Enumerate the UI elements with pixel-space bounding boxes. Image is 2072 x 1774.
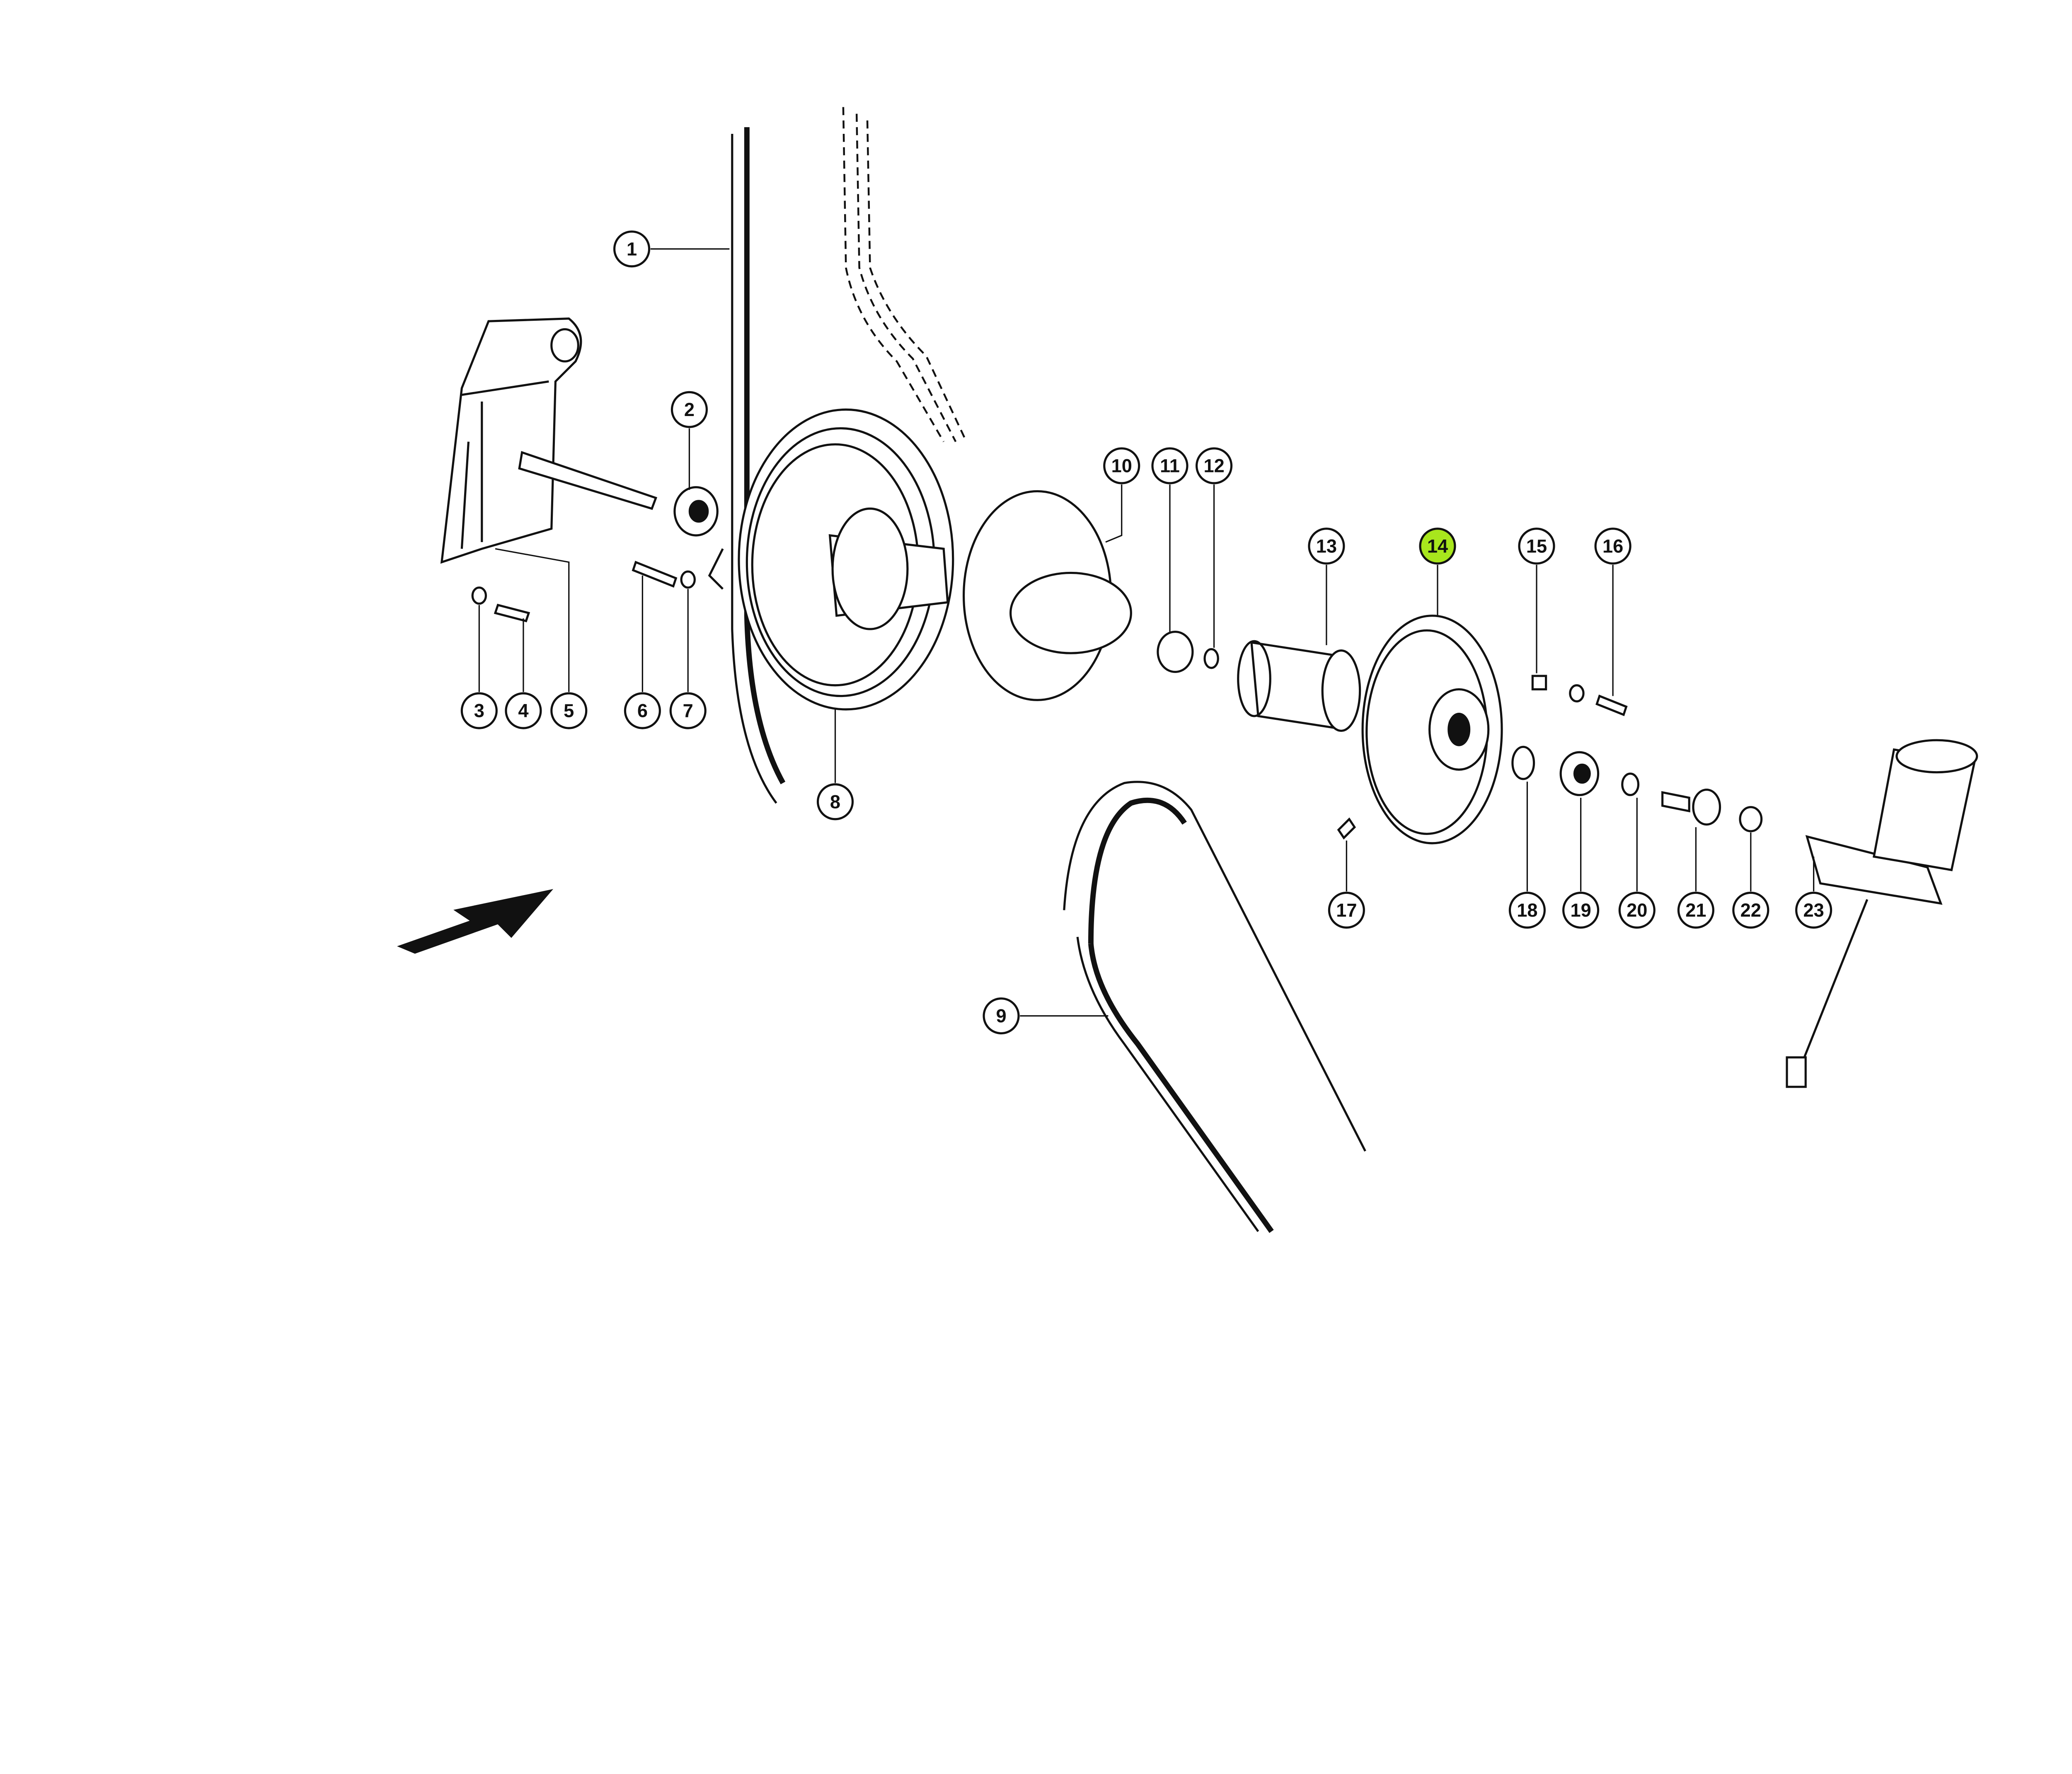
bracket [440, 317, 658, 564]
parts-diagram: 1 2 3 4 5 6 7 8 9 10 11 12 13 14 15 16 1… [397, 107, 1978, 1233]
svg-text:10: 10 [1111, 455, 1132, 477]
sleeve [1237, 640, 1361, 732]
callout-6[interactable]: 6 [624, 692, 661, 729]
callout-19[interactable]: 19 [1562, 891, 1600, 929]
bearing [673, 486, 719, 537]
callout-3[interactable]: 3 [460, 692, 498, 729]
svg-text:7: 7 [683, 700, 693, 721]
svg-text:4: 4 [518, 700, 528, 721]
callout-18[interactable]: 18 [1508, 891, 1546, 929]
svg-text:22: 22 [1740, 900, 1761, 921]
v-belt [1063, 781, 1366, 1233]
callout-5[interactable]: 5 [550, 692, 588, 729]
callout-17[interactable]: 17 [1328, 891, 1365, 929]
svg-text:23: 23 [1803, 900, 1824, 921]
svg-text:9: 9 [996, 1005, 1006, 1026]
callout-16[interactable]: 16 [1594, 528, 1631, 565]
svg-text:20: 20 [1627, 900, 1647, 921]
svg-text:21: 21 [1685, 900, 1706, 921]
svg-text:6: 6 [637, 700, 648, 721]
callout-4[interactable]: 4 [505, 692, 542, 729]
callout-1[interactable]: 1 [613, 230, 651, 268]
callout-8[interactable]: 8 [816, 783, 854, 820]
svg-text:8: 8 [830, 791, 840, 812]
bearing-small [1157, 630, 1194, 673]
callout-15[interactable]: 15 [1518, 528, 1555, 565]
electric-motor [1786, 739, 1978, 1088]
callout-22[interactable]: 22 [1732, 891, 1769, 929]
belt-upper [708, 107, 968, 804]
pulley-disc-highlighted [1361, 615, 1503, 845]
callout-23[interactable]: 23 [1795, 891, 1832, 929]
leader-lines [478, 248, 1815, 1017]
callout-2[interactable]: 2 [670, 391, 708, 428]
hardware-small [471, 561, 696, 622]
svg-text:15: 15 [1526, 535, 1547, 557]
direction-arrow [397, 889, 554, 954]
svg-text:3: 3 [474, 700, 484, 721]
callout-9[interactable]: 9 [983, 997, 1020, 1035]
hardware-right [1337, 675, 1763, 840]
callout-10[interactable]: 10 [1103, 447, 1140, 484]
svg-text:18: 18 [1517, 900, 1537, 921]
svg-text:17: 17 [1336, 900, 1357, 921]
callout-14-highlighted[interactable]: 14 [1419, 528, 1456, 565]
callout-21[interactable]: 21 [1677, 891, 1714, 929]
callout-7[interactable]: 7 [669, 692, 707, 729]
svg-text:1: 1 [627, 238, 637, 259]
callout-11[interactable]: 11 [1151, 447, 1188, 484]
washer [1203, 648, 1219, 669]
pulley-large [738, 408, 954, 711]
callout-13[interactable]: 13 [1308, 528, 1345, 565]
callout-20[interactable]: 20 [1618, 891, 1656, 929]
callout-12[interactable]: 12 [1196, 447, 1233, 484]
svg-text:11: 11 [1160, 455, 1180, 477]
disc [962, 490, 1132, 701]
svg-text:13: 13 [1316, 535, 1337, 557]
svg-text:14: 14 [1427, 535, 1448, 557]
svg-text:19: 19 [1570, 900, 1591, 921]
svg-text:2: 2 [684, 399, 695, 420]
svg-text:5: 5 [564, 700, 574, 721]
svg-text:16: 16 [1602, 535, 1623, 557]
svg-text:12: 12 [1203, 455, 1224, 477]
